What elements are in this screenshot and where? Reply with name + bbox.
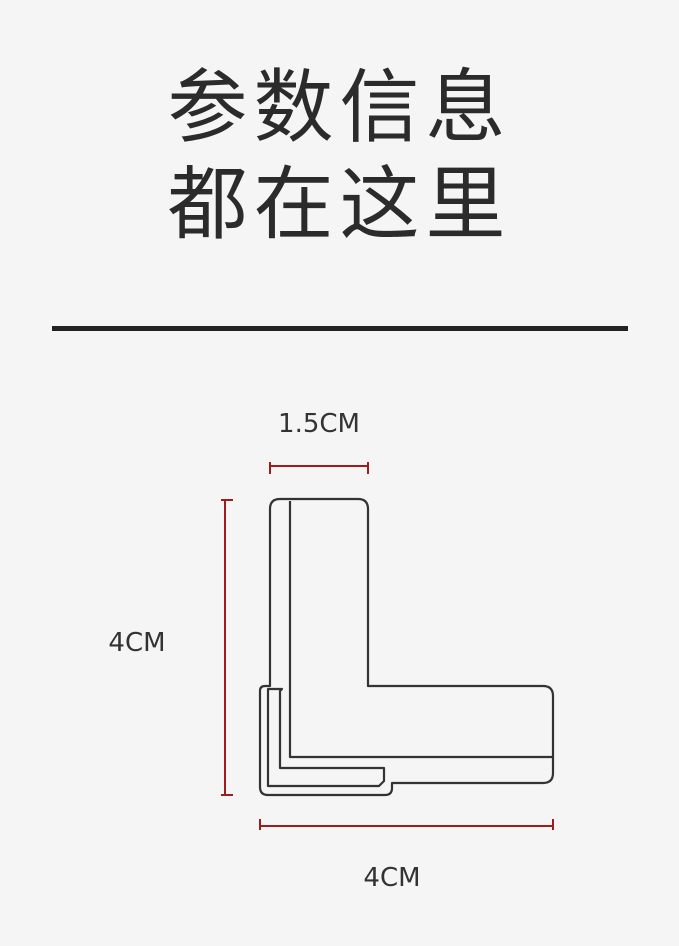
height-label: 4CM [108,628,165,658]
title-line-2: 都在这里 [167,158,512,251]
bottom-width-dimension-line [259,819,554,830]
bottom-width-label: 4CM [363,863,420,893]
corner-guard-shape [258,497,555,797]
divider [52,326,628,331]
title-line-1: 参数信息 [167,61,512,154]
top-width-label: 1.5CM [278,409,360,439]
top-width-dimension-line [269,462,369,474]
height-dimension-line [221,499,233,796]
